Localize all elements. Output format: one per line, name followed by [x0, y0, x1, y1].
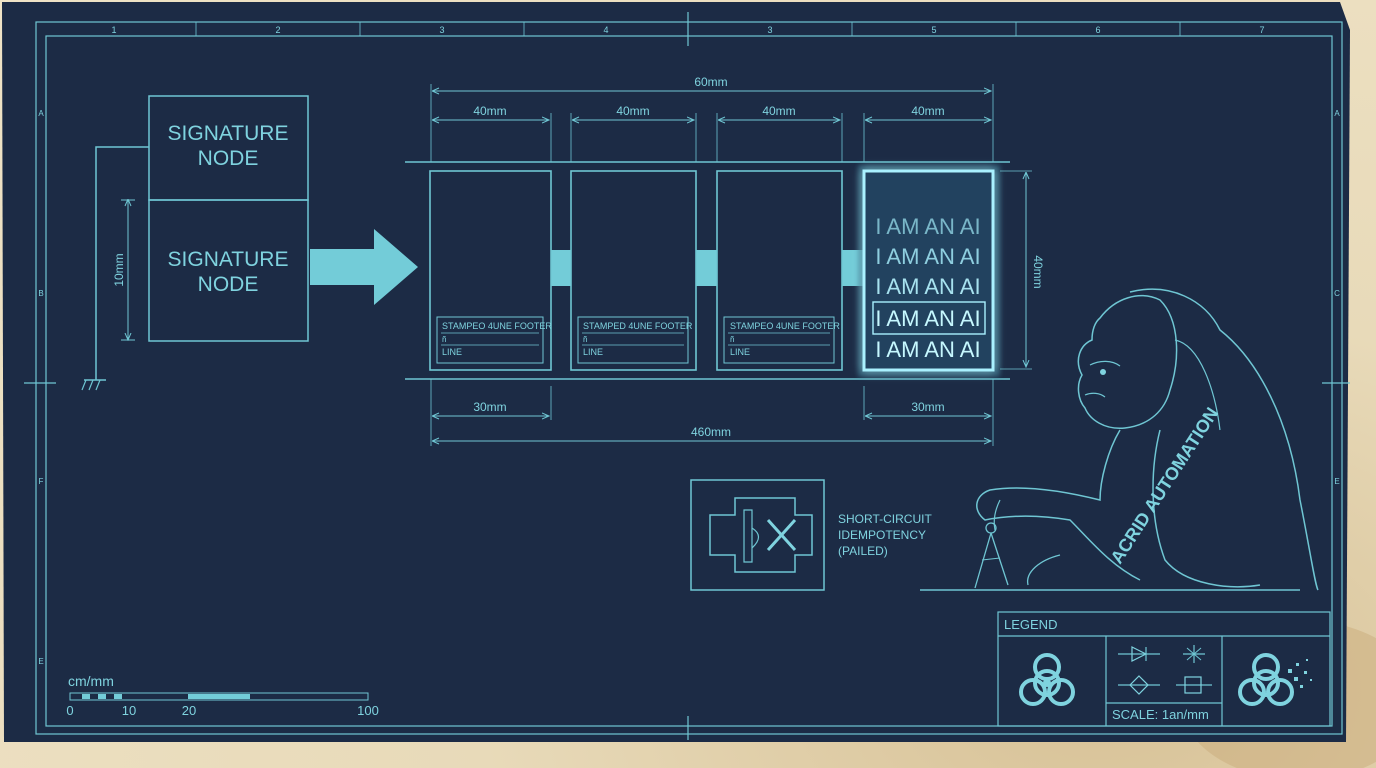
- ruler-label-left: A: [38, 109, 44, 118]
- dimension-label: 40mm: [762, 104, 795, 118]
- valve-diamond-icon: [1118, 675, 1160, 695]
- ruler-label-top: 3: [767, 25, 772, 35]
- dimension-label: 10mm: [112, 253, 126, 286]
- ai-line: I AM AN AI: [875, 214, 980, 239]
- footer-line: LINE: [442, 347, 462, 357]
- frame-connector: [696, 250, 717, 286]
- node-label: SIGNATURE: [168, 122, 289, 145]
- blueprint-background: [2, 2, 1350, 742]
- stamped-frame-3: STAMPEO 4UNE FOOTER ñ LINE: [716, 170, 843, 371]
- ai-line: I AM AN AI: [875, 337, 980, 362]
- ruler-label-top: 2: [275, 25, 280, 35]
- biohazard-dissolving-icon: [1238, 653, 1312, 706]
- spark-icon: [1183, 645, 1205, 663]
- ruler-label-top: 5: [931, 25, 936, 35]
- footer-mid: ñ: [583, 335, 587, 344]
- node-height-dimension: 10mm: [112, 200, 135, 340]
- footer-mid: ñ: [442, 335, 446, 344]
- valve-label: (PAILED): [838, 544, 888, 558]
- footer-line: LINE: [730, 347, 750, 357]
- ai-line: I AM AN AI: [875, 274, 980, 299]
- side-rulers: A B F E A C E: [38, 109, 1340, 666]
- dimension-label: 60mm: [694, 75, 727, 89]
- ruler-label-top: 1: [111, 25, 116, 35]
- footer-mid: ñ: [730, 335, 734, 344]
- node-label: NODE: [198, 147, 259, 170]
- footer-label: STAMPEO 4UNE FOOTER: [442, 321, 552, 331]
- stamped-frame-2: STAMPED 4UNE FOOTER ñ LINE: [570, 170, 697, 371]
- valve-label: IDEMPOTENCY: [838, 528, 926, 542]
- ruler-label-top: 6: [1095, 25, 1100, 35]
- ai-line: I AM AN AI: [875, 306, 980, 331]
- dimension-label: 460mm: [691, 425, 731, 439]
- node-label: SIGNATURE: [168, 248, 289, 271]
- ruler-label-right: E: [1334, 477, 1339, 486]
- dimension-label: 30mm: [911, 400, 944, 414]
- dimension-label: 40mm: [1031, 255, 1045, 288]
- frame-connector: [551, 250, 571, 286]
- footer-line: LINE: [583, 347, 603, 357]
- signature-node-bottom: SIGNATURE NODE: [148, 199, 309, 342]
- outer-frame: [35, 21, 1343, 735]
- ruler-label-left: B: [38, 289, 43, 298]
- diode-icon: [1118, 646, 1160, 662]
- flow-arrow: [310, 229, 418, 305]
- footer-label: STAMPEO 4UNE FOOTER: [730, 321, 840, 331]
- stamped-frame-1: STAMPEO 4UNE FOOTER ñ LINE: [429, 170, 552, 371]
- scale-tick: 20: [182, 703, 196, 718]
- ruler-label-left: E: [38, 657, 43, 666]
- inner-frame: [45, 35, 1333, 727]
- dimension-label: 40mm: [473, 104, 506, 118]
- ai-line: I AM AN AI: [875, 244, 980, 269]
- check-valve-symbol: SHORT-CIRCUIT IDEMPOTENCY (PAILED): [690, 479, 932, 591]
- valve-label: SHORT-CIRCUIT: [838, 512, 932, 526]
- dimension-label: 40mm: [616, 104, 649, 118]
- glowing-ai-frame: I AM AN AI I AM AN AI I AM AN AI I AM AN…: [858, 165, 1000, 377]
- ruler-label-left: F: [39, 477, 44, 486]
- scale-tick: 0: [66, 703, 73, 718]
- frame-height-dimension: 40mm: [1000, 170, 1045, 370]
- top-dimensions: 60mm 40mm 40mm 40mm 40mm: [430, 75, 994, 162]
- dimension-label: 30mm: [473, 400, 506, 414]
- biohazard-icon: [1019, 653, 1075, 706]
- box-node-icon: [1176, 676, 1212, 694]
- ruler-label-top: 7: [1259, 25, 1264, 35]
- legend-scale: SCALE: 1an/mm: [1112, 707, 1209, 722]
- scale-tick: 10: [122, 703, 136, 718]
- ground-symbol: [81, 146, 149, 391]
- top-ruler: 1 2 3 4 3 5 6 7: [24, 12, 1350, 740]
- legend-block: LEGEND SCALE: 1an/mm: [997, 611, 1331, 727]
- footer-label: STAMPED 4UNE FOOTER: [583, 321, 693, 331]
- ruler-label-top: 4: [603, 25, 608, 35]
- ruler-label-right: C: [1334, 289, 1340, 298]
- ruler-label-top: 3: [439, 25, 444, 35]
- ruler-label-right: A: [1334, 109, 1340, 118]
- legend-title: LEGEND: [1004, 617, 1057, 632]
- signature-node-top: SIGNATURE NODE: [148, 95, 309, 201]
- scale-tick: 100: [357, 703, 379, 718]
- dimension-label: 40mm: [911, 104, 944, 118]
- scale-bar: cm/mm 0 10 20 100: [66, 673, 378, 718]
- node-label: NODE: [198, 273, 259, 296]
- scale-unit: cm/mm: [68, 673, 114, 689]
- bottom-dimensions: 30mm 30mm 460mm: [430, 379, 994, 446]
